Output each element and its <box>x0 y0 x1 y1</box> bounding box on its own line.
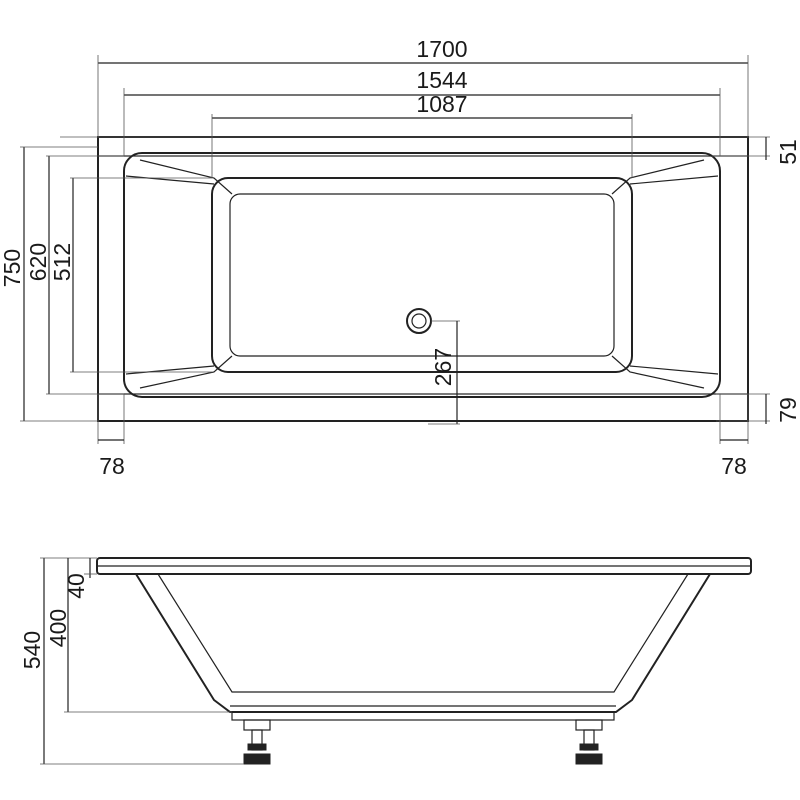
tub-outer-rim <box>97 136 749 422</box>
dim-label-1087: 1087 <box>416 91 467 117</box>
dim-label-267: 267 <box>430 348 456 386</box>
right-foot-nut <box>579 743 599 751</box>
dim-label-78-right: 78 <box>721 453 747 479</box>
left-foot-pad <box>243 753 271 765</box>
tub-floor-inner-line <box>229 193 615 357</box>
top-view: 1700 1544 1087 51 79 750 620 <box>0 36 800 479</box>
dim-label-51: 51 <box>775 139 800 165</box>
left-foot-bracket <box>243 719 271 731</box>
dim-label-40: 40 <box>63 573 89 599</box>
dim-label-540: 540 <box>19 631 45 669</box>
dim-label-1544: 1544 <box>416 67 467 93</box>
right-foot-pad <box>575 753 603 765</box>
right-foot <box>575 719 603 765</box>
left-foot-nut <box>247 743 267 751</box>
tub-rim-inner-line <box>97 155 749 395</box>
side-base-frame <box>231 711 615 721</box>
right-foot-bracket <box>575 719 603 731</box>
dim-label-1700: 1700 <box>416 36 467 62</box>
dim-label-79: 79 <box>775 397 800 423</box>
dim-label-750: 750 <box>0 249 25 287</box>
dim-label-400: 400 <box>45 609 71 647</box>
drain-outer-ring <box>406 308 432 334</box>
tub-corner-slopes <box>125 159 719 389</box>
dim-label-512: 512 <box>49 243 75 281</box>
side-tub-body-inner <box>157 573 689 693</box>
drain-inner-ring <box>411 313 427 329</box>
dim-label-620: 620 <box>25 243 51 281</box>
tub-basin-floor <box>211 177 633 373</box>
side-tub-body-outer <box>135 573 711 713</box>
side-view: 540 400 40 <box>19 557 752 765</box>
left-foot <box>243 719 271 765</box>
tub-basin-outline <box>123 152 721 398</box>
dim-label-78-left: 78 <box>99 453 125 479</box>
